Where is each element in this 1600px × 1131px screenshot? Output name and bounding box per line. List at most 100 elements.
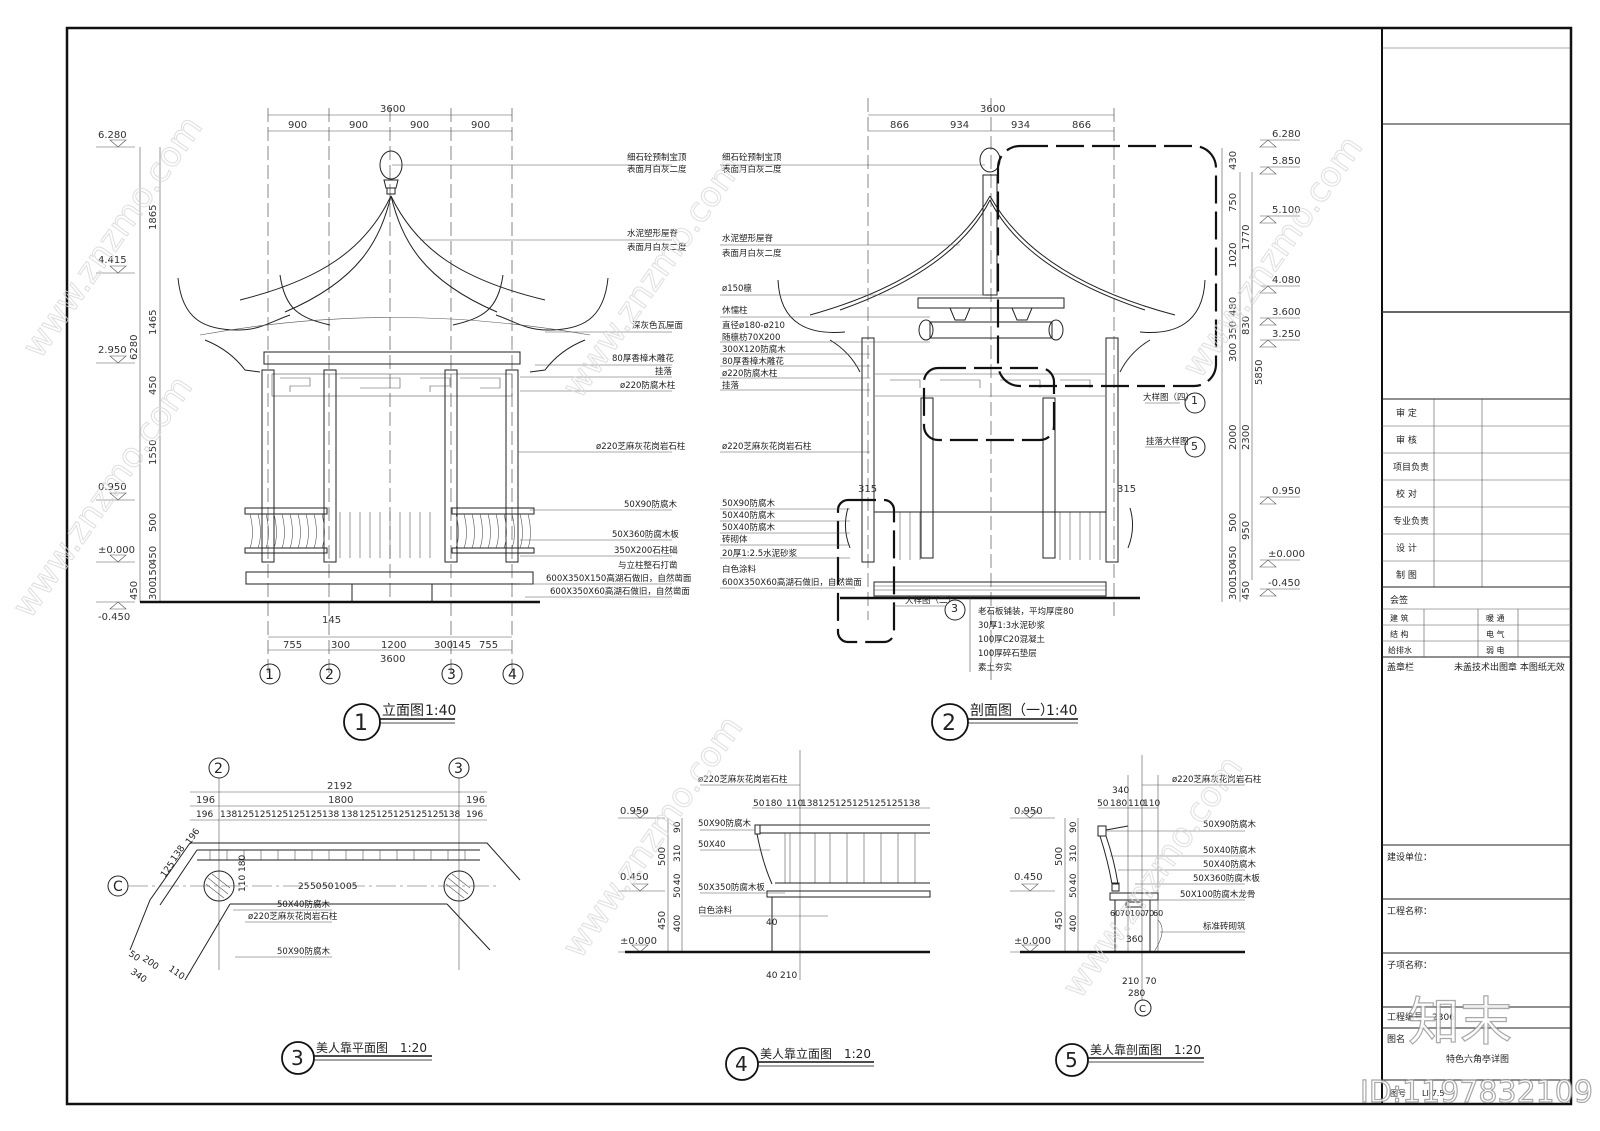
- note-label: 600X350X60高湖石做旧，自然凿面: [722, 577, 862, 588]
- dim-label: 125: [852, 799, 869, 809]
- dim-label: 70: [1145, 977, 1157, 987]
- dim-label: 150: [148, 563, 159, 582]
- dim-label: 2000: [1228, 425, 1239, 450]
- note-label: 白色涂料: [698, 905, 733, 916]
- countersign-discipline: 弱 电: [1486, 645, 1505, 655]
- dim-label: 500: [148, 513, 159, 532]
- dim-label: 315: [858, 484, 877, 495]
- note-label: 350X200石柱础: [614, 545, 678, 556]
- dim-label: 70: [1120, 909, 1130, 918]
- dim-label: 196: [184, 827, 202, 847]
- dim-label: 450: [1241, 581, 1252, 600]
- view-scale: 1:20: [844, 1047, 871, 1061]
- floor-layer-notes: 老石板铺装，平均厚度80 30厚1:3水泥砂浆 100厚C20混凝土 100厚碎…: [969, 598, 1074, 673]
- dim-label: 340: [128, 967, 148, 985]
- note-label: 50X90防腐木: [624, 499, 677, 510]
- dim-label: 138: [322, 810, 339, 820]
- dim-label: 1465: [148, 310, 159, 335]
- dim-label: 40: [766, 971, 778, 981]
- level-label: 0.450: [1014, 872, 1043, 883]
- bench-section-view: ø220芝麻灰花岗岩石柱 340 50 180 110 110 0.950 0.…: [1010, 755, 1262, 1077]
- dim-label: 755: [283, 640, 302, 651]
- note-label: 50X360防腐木板: [612, 529, 679, 540]
- dim-label: 2300: [1241, 425, 1252, 450]
- note-label: 直径ø180-ø210: [722, 320, 785, 331]
- stamp-note: 未盖技术出图章 本图纸无效: [1454, 661, 1565, 673]
- drawing-name-label: 图名: [1387, 1033, 1405, 1045]
- detail-ref-number: 3: [951, 602, 958, 615]
- note-label: 50X40防腐木: [1203, 845, 1256, 856]
- view-name: 立面图: [382, 703, 424, 719]
- dim-label: 196: [196, 795, 215, 806]
- section-right-dims: 430 750 1020 480 350 300 2000 500 450 15…: [1221, 148, 1265, 602]
- dim-label: 138: [341, 810, 358, 820]
- dim-label: 145: [452, 640, 471, 651]
- dim-label: 200: [140, 954, 160, 972]
- note-label: 50X360防腐木板: [1193, 873, 1260, 884]
- watermark: www.znzmo.com www.znzmo.com www.znzmo.co…: [4, 108, 1593, 1110]
- dim-label: 110: [166, 964, 186, 982]
- note-label: 与立柱整石打凿: [618, 560, 678, 571]
- dim-label: 100: [1130, 909, 1145, 918]
- watermark-text: www.znzmo.com: [555, 709, 751, 965]
- detail-ref-label: 大样图（四）: [1143, 392, 1194, 403]
- note-label: 50X40防腐木: [722, 510, 775, 521]
- level-label: -0.450: [98, 612, 130, 623]
- section-view: 3600 866 934 934 866: [720, 98, 1305, 741]
- axis-number: 3: [454, 761, 463, 777]
- layer-label: 100厚碎石垫层: [978, 648, 1037, 659]
- dim-label: 125: [835, 799, 852, 809]
- pavilion-elevation-drawing: [140, 150, 609, 604]
- level-label: 3.250: [1272, 329, 1301, 340]
- dim-label: 3600: [380, 654, 405, 665]
- section-notes-bottom: 315 315 50X90防腐木 50X40防腐木 50X40防腐木 砖砌体 2…: [720, 484, 1136, 589]
- section-level-markers: 6.280 5.850 5.100 4.080 3.600 3.250 0.95…: [1259, 129, 1305, 597]
- axis-number: C: [1139, 1004, 1146, 1015]
- view-title-3: 3 美人靠平面图 1:20: [281, 1041, 432, 1075]
- dim-label: 430: [1228, 151, 1239, 170]
- axis-number: 2: [214, 761, 223, 777]
- note-label: 表面月白灰二度: [722, 164, 782, 175]
- level-label: 6.280: [1272, 129, 1301, 140]
- note-label: ø220芝麻灰花岗岩石柱: [248, 911, 338, 922]
- level-label: -0.450: [1268, 578, 1300, 589]
- dim-label: 138: [801, 799, 818, 809]
- dim-label: 196: [466, 795, 485, 806]
- view-name: 美人靠立面图: [760, 1046, 832, 1061]
- detail-ref-number: 5: [1191, 440, 1198, 453]
- note-label: 50X40防腐木: [722, 522, 775, 533]
- dim-label: 1020: [1228, 243, 1239, 268]
- dim-label: 900: [349, 120, 368, 131]
- axis-bubbles: 1 2 3 4: [259, 663, 524, 685]
- level-label: 4.080: [1272, 275, 1301, 286]
- sheet-border: [65, 26, 1573, 1106]
- note-label: 50X90防腐木: [277, 946, 330, 957]
- dim-label: 110: [238, 875, 248, 892]
- dim-label: 1865: [148, 205, 159, 230]
- dim-label: 360: [1126, 935, 1143, 945]
- dim-label: 50: [310, 882, 322, 892]
- approval-label: 设 计: [1396, 542, 1417, 554]
- note-label: 20厚1:2.5水泥砂浆: [722, 548, 798, 559]
- view-number: 4: [735, 1052, 748, 1076]
- approval-label: 审 核: [1396, 434, 1417, 446]
- dim-label: 300: [148, 581, 159, 600]
- dim-label: 180: [1110, 799, 1127, 809]
- dim-label: 934: [950, 120, 969, 131]
- dim-label: 125: [427, 810, 444, 820]
- level-label: 0.950: [620, 806, 649, 817]
- dim-label: 480: [1228, 297, 1239, 316]
- dim-label: 40: [1069, 873, 1079, 885]
- detail-ref-label: 挂落大样图: [1146, 436, 1189, 447]
- view-scale: 1:20: [400, 1041, 427, 1055]
- note-label: ø220芝麻灰花岗岩石柱: [698, 774, 788, 785]
- level-label: 5.100: [1272, 205, 1301, 216]
- note-label: 600X350X150高湖石做旧，自然凿面: [546, 573, 692, 584]
- layer-label: 100厚C20混凝土: [978, 634, 1045, 645]
- dim-label: 450: [1054, 911, 1065, 930]
- dim-label: 950: [1241, 521, 1252, 540]
- note-label: 白色涂料: [722, 564, 757, 575]
- dim-label: 866: [1072, 120, 1091, 131]
- note-label: 50X350防腐木板: [698, 882, 765, 893]
- note-label: 50X100防腐木龙骨: [1180, 889, 1255, 900]
